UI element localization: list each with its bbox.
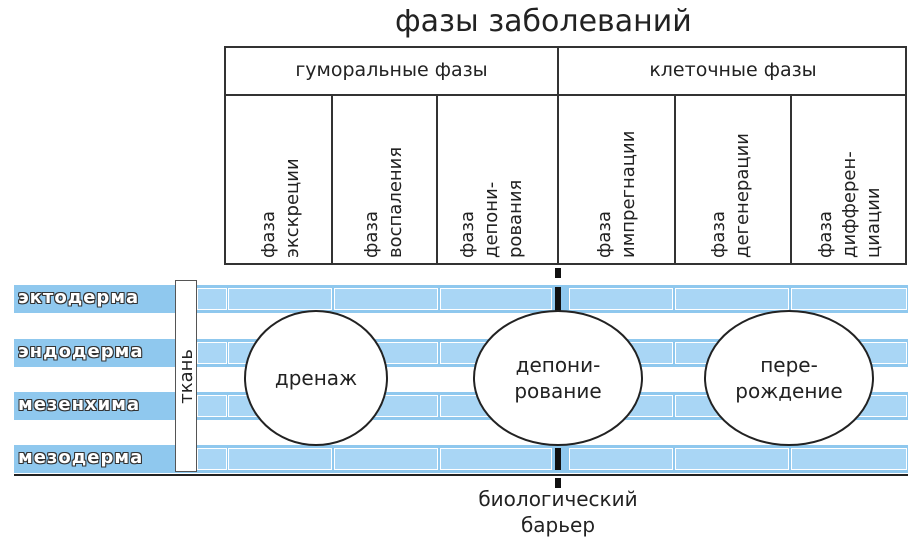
tissue-mesenchyme: мезенхима (18, 394, 141, 415)
phase-divider (436, 94, 438, 265)
process-drainage: дренаж (244, 310, 388, 446)
group-cellular-phases: клеточные фазы (649, 59, 817, 81)
band-cell (197, 342, 227, 364)
band-cell (791, 288, 907, 310)
phase-inflammation: фаза воспаления (361, 146, 406, 258)
baseline (14, 474, 908, 476)
tissue-endoderm: эндодерма (18, 341, 144, 362)
band-cell (791, 448, 907, 470)
tissue-label: ткань (175, 348, 197, 404)
band-cell (334, 288, 438, 310)
phase-deposition: фаза депони- рования (457, 179, 526, 258)
band-cell (569, 288, 673, 310)
phase-degeneration: фаза дегенерации (708, 133, 753, 258)
band-cell (228, 448, 332, 470)
header-divider (224, 94, 907, 96)
tissue-mesoderm: мезодерма (18, 447, 144, 468)
process-degeneration: пере- рождение (704, 310, 874, 446)
barrier-dash (555, 287, 561, 311)
phases-header-table (224, 46, 907, 265)
band-cell (440, 288, 552, 310)
phase-divider (790, 94, 792, 265)
phase-differentiation: фаза дифферен- циации (815, 151, 884, 258)
band-cell (440, 448, 552, 470)
band-cell (197, 395, 227, 417)
phase-impregnation: фаза импрегнации (594, 130, 639, 258)
phase-divider (674, 94, 676, 265)
band-cell (569, 448, 673, 470)
group-humoral-phases: гуморальные фазы (295, 59, 488, 81)
tissue-ectoderm: эктодерма (18, 287, 140, 308)
band-cell (197, 288, 227, 310)
phase-excretion: фаза экскреции (258, 158, 303, 258)
band-cell (334, 448, 438, 470)
diagram-title: фазы заболеваний (395, 4, 692, 39)
band-cell (197, 448, 227, 470)
barrier-dash (555, 268, 561, 278)
barrier-dash (555, 448, 561, 470)
biological-barrier-label: биологический барьер (478, 487, 638, 537)
band-cell (228, 288, 332, 310)
barrier-dash (555, 478, 561, 488)
process-deposition: депони- рование (473, 310, 643, 446)
phase-divider (331, 94, 333, 265)
group-divider (557, 46, 559, 265)
band-cell (675, 448, 789, 470)
band-cell (675, 288, 789, 310)
tissue-label-box (175, 280, 197, 472)
